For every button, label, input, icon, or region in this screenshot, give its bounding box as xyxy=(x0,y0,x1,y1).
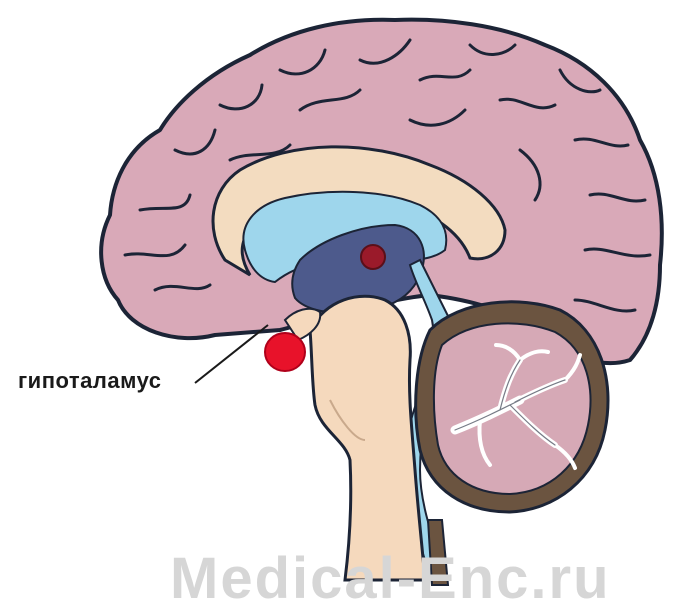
brainstem xyxy=(310,296,425,580)
watermark: Medical-Enc.ru xyxy=(170,545,611,612)
hypothalamus-label: гипоталамус xyxy=(18,368,162,394)
thalamus-nucleus xyxy=(361,245,385,269)
hypothalamus xyxy=(265,333,305,371)
